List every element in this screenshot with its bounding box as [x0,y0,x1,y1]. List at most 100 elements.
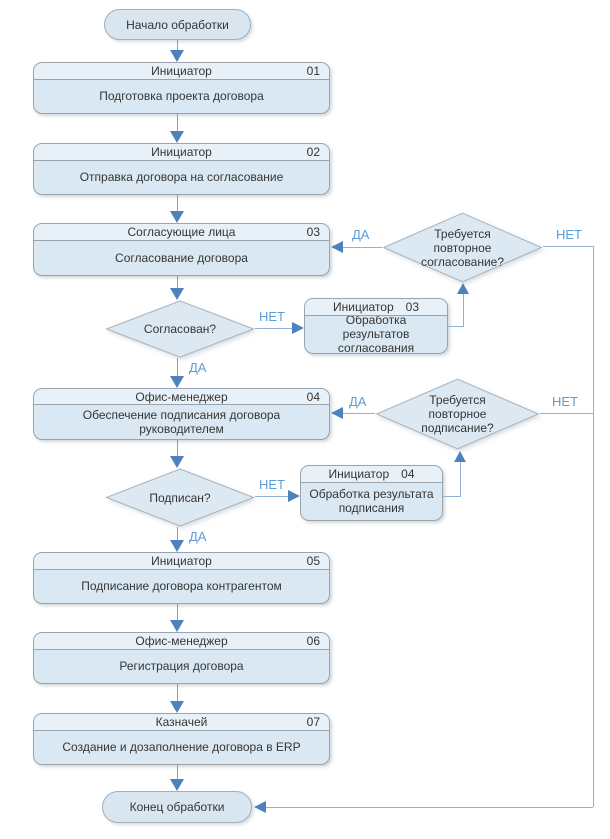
step-01-header: Инициатор 01 [34,63,329,80]
step-06-header: Офис-менеджер 06 [34,633,329,650]
edge-step01-to-step02 [177,114,178,131]
decision-agreed-label: Согласован? [143,322,217,336]
step-03-task: Согласование договора [115,250,248,265]
arrowhead-step03 [170,211,184,223]
step-02-header: Инициатор 02 [34,144,329,161]
edge-label-repeat-signing-yes: ДА [349,394,367,409]
side-step-04-role: Инициатор [328,467,390,481]
arrowhead-decision-signed [170,456,184,468]
step-06-task: Регистрация договора [119,659,244,673]
step-box-07: Казначей 07 Создание и дозаполнение дого… [33,713,330,765]
step-box-06: Офис-менеджер 06 Регистрация договора [33,632,330,684]
arrowhead-step07 [170,701,184,713]
decision-repeat-agreement: Требуется повторное согласование? [382,212,543,283]
decision-diamond-shape [105,468,255,527]
edge-step06-to-step07 [177,684,178,701]
edge-sidestep03-elbow-h [448,326,464,327]
arrowhead-step01 [170,50,184,62]
step-04-task: Обеспечение подписания договора руководи… [82,407,281,436]
decision-diamond-shape [375,378,540,450]
arrowhead-decision-repeat-agreement [457,283,469,294]
step-03-number: 03 [306,225,320,239]
edge-step04-to-decision-signed [177,440,178,456]
step-02-role: Инициатор [151,145,212,159]
arrowhead-step02 [170,131,184,143]
side-step-03-task: Обработка результатов согласования [337,313,415,355]
arrowhead-end [170,779,184,791]
terminal-end: Конец обработки [102,791,252,823]
decision-diamond-shape [105,300,255,358]
edge-agreed-yes-to-step04 [177,358,178,376]
step-box-05: Инициатор 05 Подписание договора контраг… [33,552,330,604]
arrowhead-decision-agreed [170,288,184,300]
side-step-04-header: Инициатор 04 [301,466,442,483]
arrowhead-step05 [170,540,184,552]
edge-sidestep04-elbow-h [443,496,461,497]
step-box-03: Согласующие лица 03 Согласование договор… [33,223,330,276]
step-05-header: Инициатор 05 [34,553,329,570]
arrowhead-decision-repeat-signing [454,451,466,462]
edge-repeat-signing-yes [343,413,375,414]
step-05-task: Подписание договора контрагентом [81,579,282,593]
edge-label-signed-no: НЕТ [259,477,285,492]
decision-agreed: Согласован? [105,300,255,358]
edge-signed-no [255,496,288,497]
step-06-number: 06 [306,634,320,648]
side-step-03-number: 03 [405,300,419,314]
edge-step07-to-end [177,765,178,779]
decision-repeat-agreement-label: Требуется повторное согласование? [421,226,504,269]
side-step-04-number: 04 [401,467,415,481]
edge-step03-to-decision-agreed [177,276,178,288]
edge-no-rail-vertical [593,246,594,807]
edge-agreed-no [255,328,292,329]
edge-repeat-agreement-no [543,246,593,247]
arrowhead-step04 [170,376,184,388]
edge-step02-to-step03 [177,195,178,211]
step-01-number: 01 [306,64,320,78]
decision-repeat-signing: Требуется повторное подписание? [375,378,540,450]
decision-repeat-signing-label: Требуется повторное подписание? [421,393,494,435]
side-step-03-header: Инициатор 03 [305,299,447,316]
edge-signed-yes-to-step05 [177,527,178,540]
edge-start-to-step01 [177,40,178,50]
side-step-04-task: Обработка результата подписания [309,487,434,515]
arrowhead-side-step-03 [292,322,304,334]
edge-label-repeat-agreement-no: НЕТ [556,227,582,242]
edge-label-agreed-yes: ДА [189,360,207,375]
terminal-end-label: Конец обработки [129,800,225,814]
arrowhead-terminal-end [254,801,266,813]
arrowhead-step06 [170,620,184,632]
step-05-number: 05 [306,554,320,568]
step-03-role: Согласующие лица [127,225,236,239]
edge-sidestep03-elbow-v [463,294,464,327]
side-step-box-03: Инициатор 03 Обработка результатов согла… [304,298,448,355]
step-07-header: Казначей 07 [34,714,329,731]
edge-label-agreed-no: НЕТ [259,309,285,324]
edge-label-repeat-signing-no: НЕТ [552,394,578,409]
edge-label-signed-yes: ДА [189,529,207,544]
decision-signed: Подписан? [105,468,255,527]
edge-label-repeat-agreement-yes: ДА [352,227,370,242]
step-07-role: Казначей [155,715,208,729]
decision-signed-label: Подписан? [149,490,211,505]
side-step-03-role: Инициатор [332,300,394,314]
step-box-01: Инициатор 01 Подготовка проекта договора [33,62,330,114]
side-step-box-04: Инициатор 04 Обработка результата подпис… [300,465,443,521]
step-06-role: Офис-менеджер [135,634,228,648]
arrowhead-side-step-04 [288,490,300,502]
edge-repeat-signing-no [540,413,593,414]
step-box-04: Офис-менеджер 04 Обеспечение подписания … [33,388,330,440]
step-01-task: Подготовка проекта договора [99,89,264,103]
step-04-header: Офис-менеджер 04 [34,389,329,405]
edge-no-rail-to-end [266,807,593,808]
arrowhead-step04-return [331,407,343,419]
step-02-task: Отправка договора на согласование [79,170,284,184]
step-box-02: Инициатор 02 Отправка договора на соглас… [33,143,330,195]
edge-repeat-agreement-yes [343,247,382,248]
step-04-role: Офис-менеджер [135,389,228,404]
step-07-number: 07 [306,715,320,729]
step-01-role: Инициатор [151,64,212,78]
step-04-number: 04 [306,389,320,404]
terminal-start-label: Начало обработки [126,17,229,32]
